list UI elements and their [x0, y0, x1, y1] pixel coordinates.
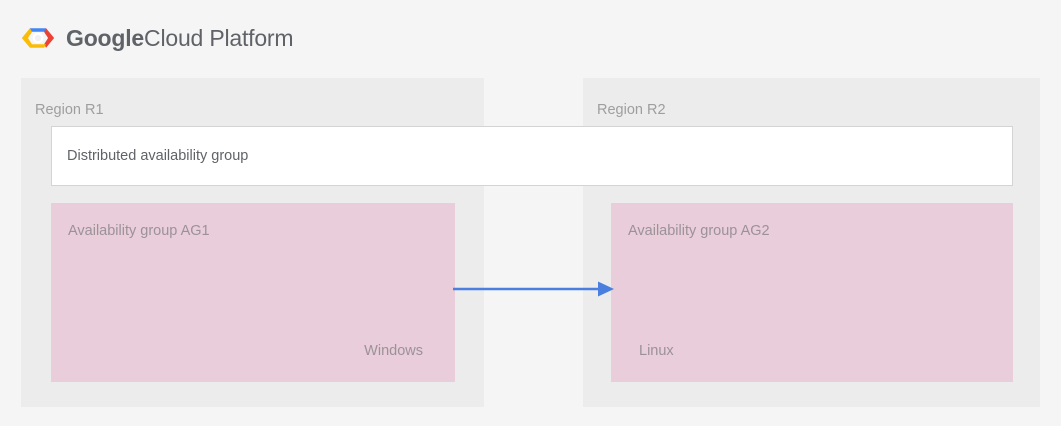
distributed-availability-group-box: Distributed availability group — [51, 126, 1013, 186]
availability-group-box-ag1: Availability group AG1 Windows — [51, 203, 455, 382]
google-cloud-platform-logo-icon — [21, 21, 55, 55]
distributed-availability-group-label: Distributed availability group — [67, 148, 249, 164]
brand-title-google: Google — [66, 25, 145, 51]
brand-header: GoogleCloud Platform — [21, 18, 294, 58]
region-label-r1: Region R1 — [35, 102, 104, 118]
brand-title: GoogleCloud Platform — [66, 25, 294, 51]
replication-arrow-icon — [453, 281, 614, 297]
brand-title-cloud-platform: Cloud Platform — [144, 25, 294, 51]
availability-group-os-ag2: Linux — [639, 343, 674, 359]
availability-group-title-ag1: Availability group AG1 — [68, 223, 210, 239]
availability-group-title-ag2: Availability group AG2 — [628, 223, 770, 239]
availability-group-os-ag1: Windows — [364, 343, 423, 359]
region-label-r2: Region R2 — [597, 102, 666, 118]
availability-group-box-ag2: Availability group AG2 Linux — [611, 203, 1013, 382]
